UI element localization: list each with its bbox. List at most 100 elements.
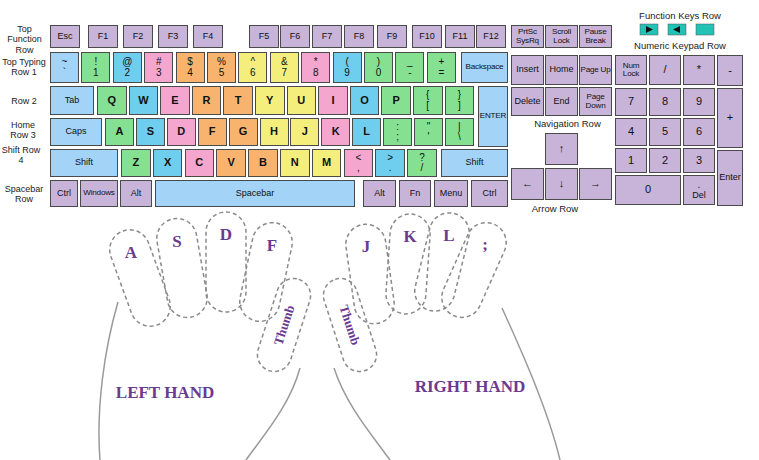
function-icons [640,24,714,35]
keyboard-key: Page Up [579,55,612,85]
keyboard-key: Page Down [579,87,612,116]
key-label: 0 [645,184,651,196]
key-label: | [458,122,461,133]
key-label: * [697,64,701,76]
keyboard-key: D [167,118,196,146]
palm-edge [246,368,300,460]
keyboard-key: + [717,88,743,148]
hand-label: Thumb [337,303,362,346]
keyboard-key: ↓ [545,168,578,200]
keyboard-key: >. [375,149,405,177]
keyboard-key: }] [445,86,475,115]
keyboard-key: $4 [176,52,205,83]
keyboard-key: %5 [207,52,236,83]
key-label: 2 [125,68,131,79]
keyboard-key: Delete [511,87,544,116]
finger-outline [206,212,246,312]
key-label: 9 [696,96,702,108]
key-label: % [217,57,226,68]
keyboard-key: Esc [50,25,80,48]
keyboard-key: _- [395,52,424,83]
key-label: < [355,153,361,164]
keyboard-key: <, [344,149,374,177]
key-label: ? [419,153,425,164]
key-label: ← [522,178,533,190]
key-label: 3 [696,155,702,167]
keyboard-key: ?/ [407,149,437,177]
hand-label: LEFT HAND [116,384,214,401]
keyboard-key: Menu [434,180,468,207]
key-label: F9 [387,32,398,41]
media-icon [668,24,686,35]
key-label: D [177,126,185,138]
key-label: ~ [62,57,68,68]
key-label: $ [187,57,193,68]
keyboard-key: Y [255,86,285,115]
keyboard-key: R [192,86,222,115]
key-label: Shift [75,158,93,167]
key-label: Enter [719,173,741,182]
palm-outline [99,302,560,460]
finger-outline [154,215,211,320]
row-label: Navigation Row [515,119,620,130]
finger-outline [385,213,432,316]
key-label: ] [458,101,461,112]
palm-edge [99,302,118,460]
thumb-outline [319,274,381,376]
keyboard-key: C [185,149,215,177]
key-label: Tab [65,96,80,105]
key-label: [ [426,101,429,112]
key-label: _ [407,57,413,68]
hand-label: Thumb [271,303,296,346]
key-label: = [438,68,444,79]
keyboard-key: F11 [445,25,475,48]
keyboard-key: Fn [399,180,431,207]
keyboard-key: J [290,118,319,146]
keyboard-key: 7 [615,88,647,116]
hand-label: J [362,238,371,255]
row-label: Numeric Keypad Row [615,41,745,52]
key-label: 4 [628,126,634,138]
key-label: 8 [313,68,319,79]
keyboard-key: PrtSc SysRq [511,25,544,48]
row-label: Shift Row 4 [1,145,41,166]
keyboard-key: {[ [413,86,443,115]
key-label: End [553,97,569,106]
key-label: S [147,126,154,138]
key-label: 4 [187,68,193,79]
key-label: Scroll Lock [546,28,577,45]
keyboard-key: Ctrl [471,180,508,207]
key-label: Page Up [580,66,610,74]
keyboard-key: K [321,118,350,146]
keyboard-key: .Del [683,175,715,205]
finger-outlines [104,209,513,376]
key-label: 9 [344,68,350,79]
keyboard-key: Z [121,149,151,177]
key-label: F3 [168,32,179,41]
finger-outline [435,216,512,324]
key-label: Pause Break [580,28,611,45]
keyboard-key: 1 [615,148,647,173]
key-label: Windows [83,189,114,197]
keyboard-key: N [280,149,310,177]
keyboard-key: A [105,118,134,146]
keyboard-key: W [129,86,159,115]
keyboard-key: 9 [683,88,715,116]
back-symbol [673,26,680,33]
keyboard-key: !1 [81,52,110,83]
key-label: / [421,163,424,174]
row-label: Arrow Row [520,204,590,215]
keyboard-key: F [198,118,227,146]
keyboard-key: S [136,118,165,146]
key-label: J [302,126,308,138]
keyboard-key: / [649,55,681,85]
row-label: Top Function Row [1,24,48,55]
key-label: + [727,112,733,124]
keyboard-key: B [248,149,278,177]
keyboard-key: F2 [123,25,153,48]
keyboard-key: Enter [717,150,743,206]
keyboard-key: H [260,118,289,146]
keyboard-key: Backspace [461,52,508,83]
keyboard-key: E [160,86,190,115]
